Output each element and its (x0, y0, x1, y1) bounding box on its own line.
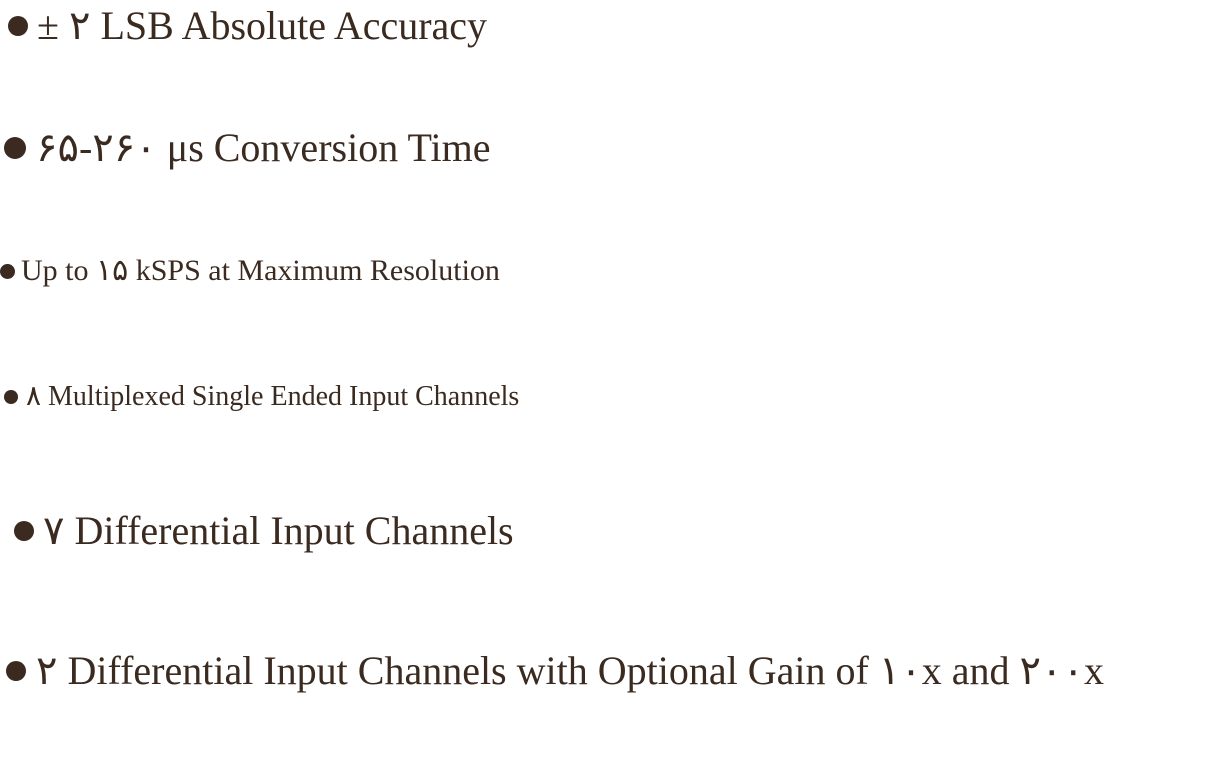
feature-text: ۸ Multiplexed Single Ended Input Channel… (26, 381, 520, 412)
feature-text: ۷ Differential Input Channels (43, 508, 514, 553)
bullet-icon (6, 661, 26, 681)
feature-item-conversion-time: ۶۵-۲۶۰ μs Conversion Time (4, 128, 490, 168)
bullet-icon (14, 521, 34, 541)
bullet-icon (4, 390, 18, 404)
feature-item-differential-channels: ۷ Differential Input Channels (14, 511, 514, 551)
bullet-icon (0, 263, 15, 279)
feature-text: ۲ Differential Input Channels with Optio… (36, 648, 1104, 693)
bullet-icon (4, 137, 26, 159)
feature-item-sample-rate: Up to ۱۵ kSPS at Maximum Resolution (0, 256, 500, 286)
feature-text: Up to ۱۵ kSPS at Maximum Resolution (21, 254, 500, 287)
feature-text: ± ۲ LSB Absolute Accuracy (37, 3, 488, 48)
bullet-icon (8, 16, 28, 36)
feature-item-accuracy: ± ۲ LSB Absolute Accuracy (8, 6, 487, 46)
feature-item-gain-channels: ۲ Differential Input Channels with Optio… (6, 651, 1104, 691)
feature-text: ۶۵-۲۶۰ μs Conversion Time (36, 125, 491, 170)
feature-item-single-ended-channels: ۸ Multiplexed Single Ended Input Channel… (4, 383, 519, 411)
